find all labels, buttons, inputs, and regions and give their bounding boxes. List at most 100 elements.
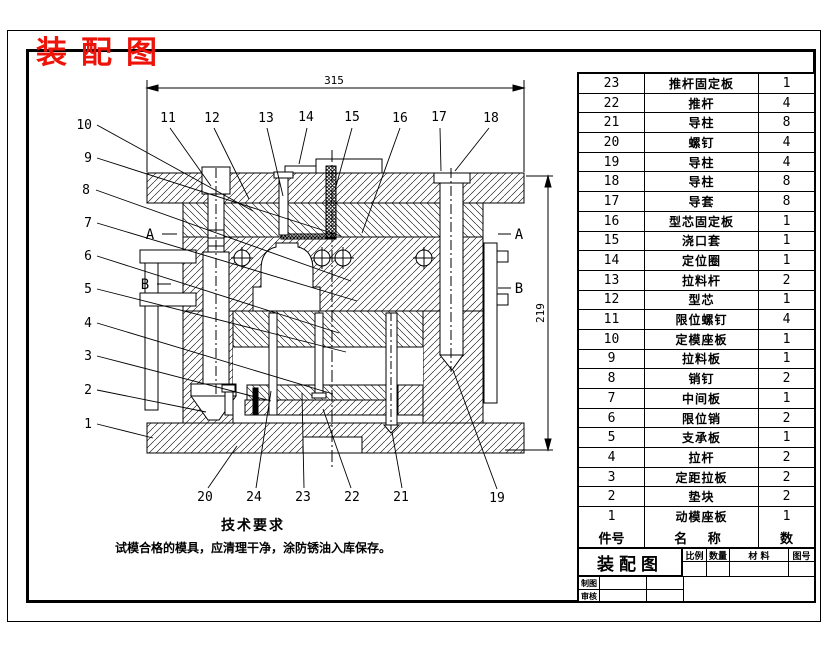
parts-cell-name: 销钉 xyxy=(645,369,759,388)
field-material: 材 料 xyxy=(730,549,789,562)
parts-cell-name: 推杆固定板 xyxy=(645,74,759,93)
parts-cell-name: 浇口套 xyxy=(645,231,759,251)
parts-cell-id: 3 xyxy=(579,467,645,487)
callout-16: 16 xyxy=(392,111,408,126)
parts-cell-qty: 1 xyxy=(782,390,791,406)
callout-11: 11 xyxy=(160,111,176,126)
parts-cell-id: 7 xyxy=(579,389,645,408)
mold-section xyxy=(139,150,525,468)
parts-cell-id: 15 xyxy=(579,231,645,251)
parts-cell-name: 拉料板 xyxy=(645,349,759,369)
ejector-plate xyxy=(244,399,390,416)
puller-pin-channel xyxy=(278,177,289,236)
draft-date-cell xyxy=(647,577,684,590)
part-cavity xyxy=(252,242,321,312)
parts-cell-id: 6 xyxy=(579,408,645,428)
parts-cell-qty: 2 xyxy=(782,272,791,288)
parts-cell-id: 1 xyxy=(579,507,645,527)
parts-cell-id: 21 xyxy=(579,113,645,133)
parts-header-row: 件号 名 称 数 xyxy=(579,526,814,549)
screw-hole-marks xyxy=(231,247,435,269)
callout-8: 8 xyxy=(82,183,90,198)
left-limit-plates xyxy=(139,249,197,411)
sprue-bushing xyxy=(325,165,337,239)
parts-cell-name: 动模座板 xyxy=(645,507,759,527)
parts-header-id: 件号 xyxy=(579,526,645,549)
parts-cell-id: 5 xyxy=(579,428,645,448)
value-drawno-cell xyxy=(789,562,814,577)
parts-cell-id: 19 xyxy=(579,152,645,172)
callout-23: 23 xyxy=(295,490,311,505)
dimension-height xyxy=(505,174,553,452)
parts-cell-qty: 1 xyxy=(782,351,791,367)
parts-cell-name: 型芯固定板 xyxy=(645,211,759,231)
parts-cell-name: 拉杆 xyxy=(645,448,759,467)
parts-cell-qty: 8 xyxy=(782,174,791,190)
section-b-right: B xyxy=(515,281,523,297)
parts-cell-name: 导套 xyxy=(645,192,759,211)
parts-cell-name: 定位圈 xyxy=(645,251,759,270)
parts-cell-name: 限位螺钉 xyxy=(645,310,759,329)
parts-cell-id: 2 xyxy=(579,487,645,507)
parts-cell-name: 限位销 xyxy=(645,408,759,428)
parts-cell-qty: 1 xyxy=(782,430,791,446)
callout-22: 22 xyxy=(344,490,360,505)
techreq-title: 技术要求 xyxy=(221,518,285,534)
parts-cell-id: 16 xyxy=(579,211,645,231)
parts-cell-name: 推杆 xyxy=(645,93,759,113)
callout-5: 5 xyxy=(84,282,92,297)
cavity-plate xyxy=(182,236,484,312)
section-a-left: A xyxy=(146,227,155,243)
value-material-cell xyxy=(730,562,789,577)
field-drawno: 图号 xyxy=(789,549,814,562)
parts-cell-id: 20 xyxy=(579,133,645,152)
parts-cell-qty: 4 xyxy=(782,154,791,170)
parts-cell-qty: 1 xyxy=(782,331,791,347)
parts-cell-qty: 8 xyxy=(782,193,791,209)
callout-10: 10 xyxy=(76,118,92,133)
parts-cell-name: 导柱 xyxy=(645,172,759,192)
parts-cell-name: 螺钉 xyxy=(645,133,759,152)
value-scale-cell xyxy=(683,562,707,577)
callout-13: 13 xyxy=(258,111,274,126)
runner-channel xyxy=(280,233,337,240)
parts-cell-qty: 1 xyxy=(782,509,791,525)
callout-9: 9 xyxy=(84,151,92,166)
parts-cell-name: 垫块 xyxy=(645,487,759,507)
callout-3: 3 xyxy=(84,349,92,364)
section-a-right: A xyxy=(515,227,524,243)
parts-cell-qty: 1 xyxy=(782,213,791,229)
ejector-pins xyxy=(221,312,401,434)
draft-name-cell xyxy=(600,577,647,590)
title-block-blank-cell xyxy=(684,577,814,603)
callout-21: 21 xyxy=(393,490,409,505)
parts-header-qty: 数 xyxy=(779,532,793,548)
parts-cell-name: 导柱 xyxy=(645,113,759,133)
callout-19: 19 xyxy=(489,491,505,506)
callout-24: 24 xyxy=(246,490,262,505)
parts-cell-qty: 1 xyxy=(782,292,791,308)
callout-7: 7 xyxy=(84,216,92,231)
row-check-label: 审核 xyxy=(579,590,600,603)
parts-cell-qty: 2 xyxy=(782,449,791,465)
callout-numbers: 11 12 13 14 15 16 17 18 10 9 8 7 6 5 4 3… xyxy=(76,110,504,506)
dim-width-value: 315 xyxy=(324,74,344,87)
title-block-title: 装配图 xyxy=(579,549,683,577)
